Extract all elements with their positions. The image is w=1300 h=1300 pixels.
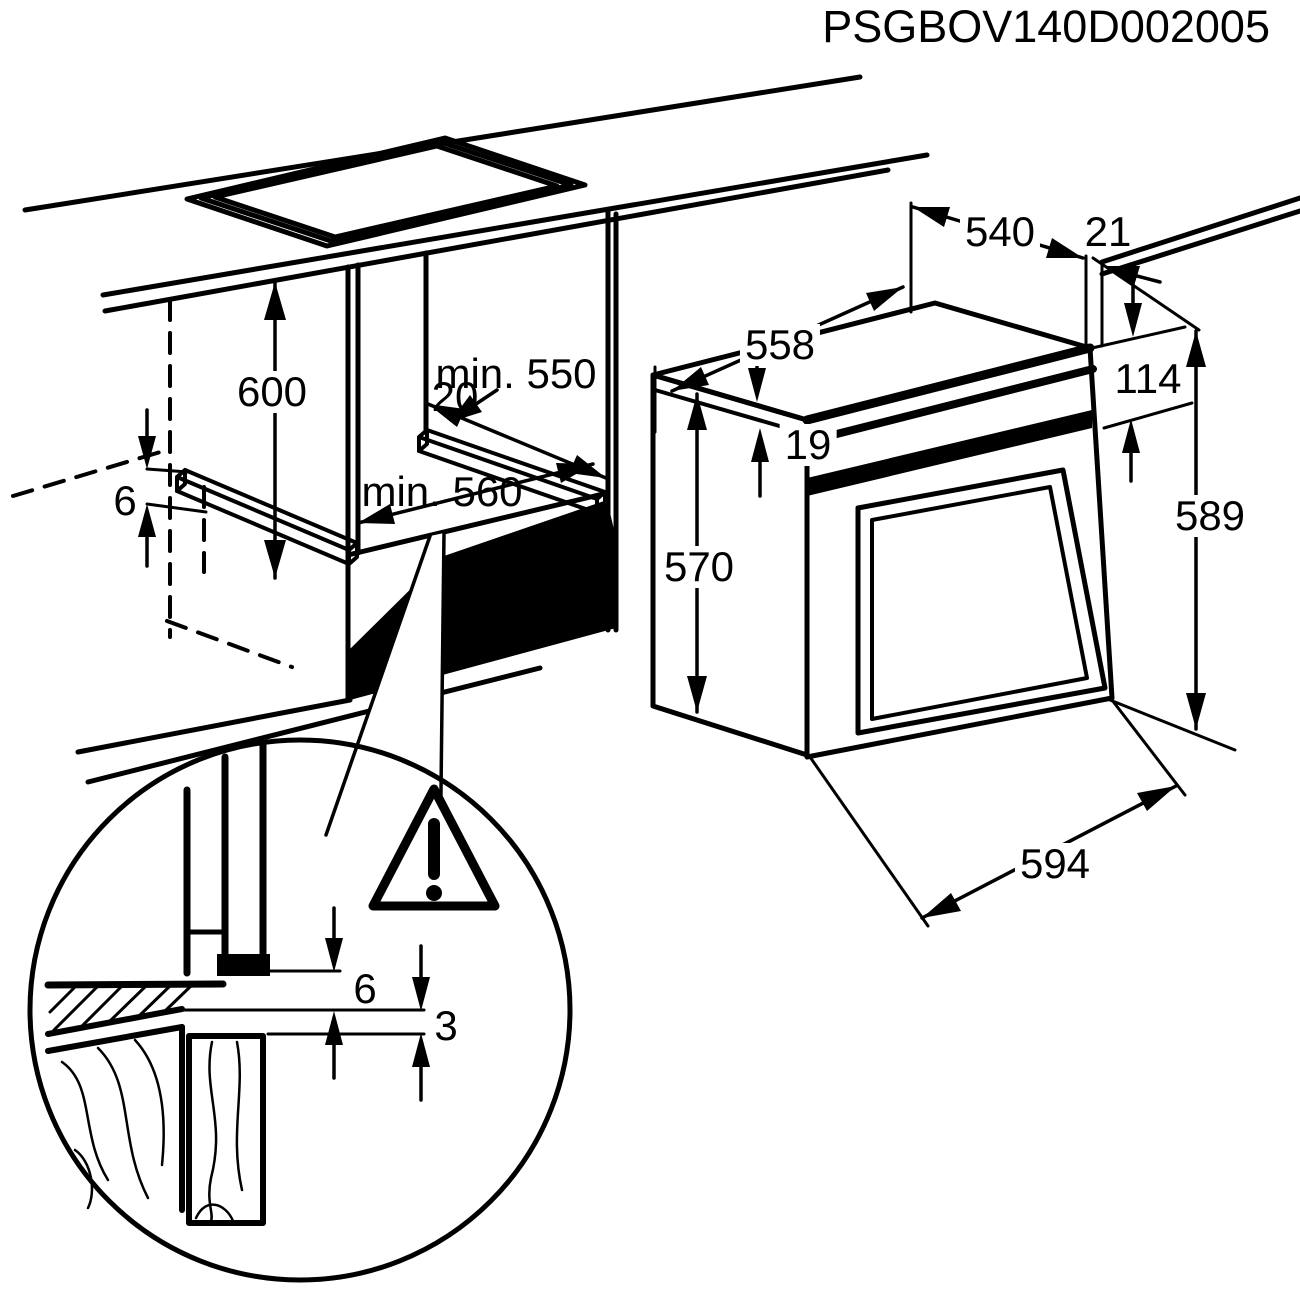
dim-niche-depth: min. 560 [361,468,523,515]
dim-oven-body-width: 558 [739,324,821,366]
oven [650,300,1115,760]
arrowheads [138,207,1206,918]
dim-rail-setback: 20 [431,373,479,420]
drawing-code: PSGBOV140D002005 [822,1,1270,52]
hatch-lines [48,983,194,1032]
dim-detail-gap-bottom: 3 [434,1002,458,1049]
wood-bottom [186,1033,266,1226]
oven-control-panel [807,410,1092,496]
cabinet [11,209,619,785]
dim-rear-gap: 21 [1084,208,1132,255]
dim-body-height: 570 [658,546,740,588]
dim-oven-rear-width: 540 [959,211,1041,253]
wood-left [45,1024,185,1213]
dim-rail-height: 6 [113,477,137,524]
detail-section [44,738,500,1226]
warning-icon [368,784,500,911]
dim-cabinet-height: 600 [231,371,313,413]
support-rail-niche [417,428,607,515]
dim-front-height: 589 [1169,495,1251,537]
dim-detail-gap-front: 6 [353,965,377,1012]
dim-panel-height: 114 [1114,355,1182,402]
support-rail-front [175,468,359,566]
dim-front-width: 594 [1014,843,1096,885]
dim-counter-depth: min. 550 [435,350,597,397]
dim-top-recess: 19 [779,424,837,466]
oven-door-window [855,467,1108,736]
hob-cutout [184,135,588,249]
hidden-edges [11,298,294,669]
